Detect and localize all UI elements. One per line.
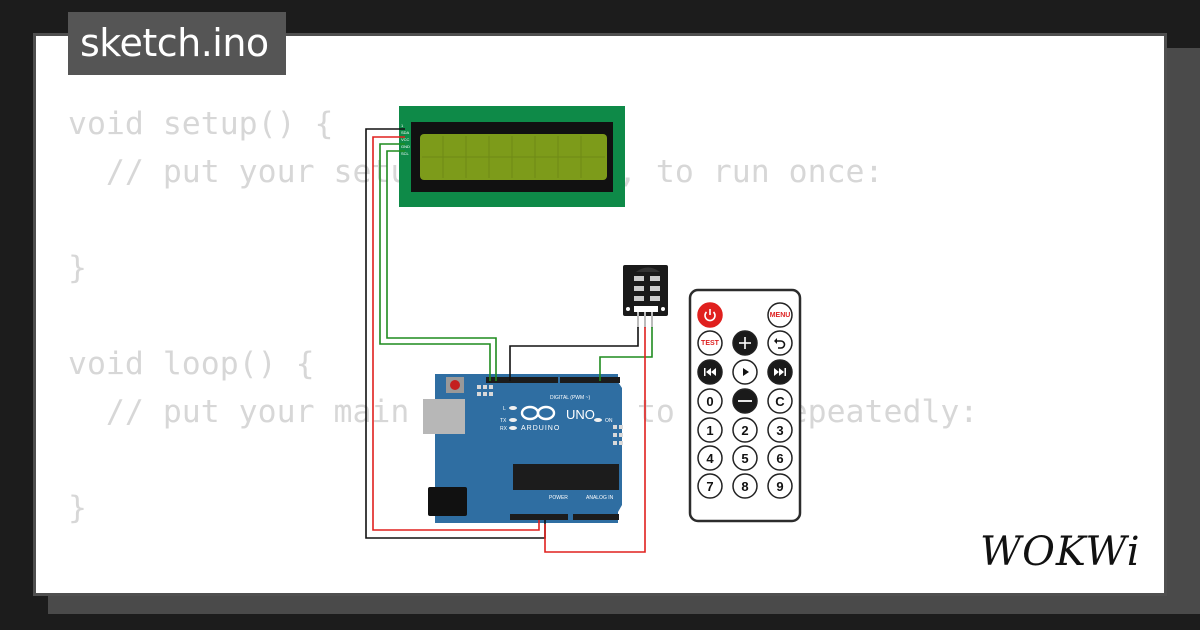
atmega-chip	[513, 464, 619, 490]
remote-button-power[interactable]	[697, 302, 723, 328]
arduino-uno-board[interactable]: UNO ARDUINO DIGITAL (PWM ~) POWER ANALOG…	[423, 374, 623, 523]
remote-button-prev[interactable]	[697, 359, 723, 385]
remote-button-nine[interactable]: 9	[767, 473, 793, 499]
remote-button-back[interactable]	[767, 330, 793, 356]
fast-forward-icon	[774, 368, 786, 376]
wire-red-ir-vcc	[544, 327, 646, 553]
board-brand-label: ARDUINO	[521, 425, 560, 432]
lcd-module[interactable]: 1 SDA VCC GND SCL	[399, 106, 625, 207]
wires	[365, 128, 653, 553]
remote-button-label: 8	[741, 479, 748, 494]
wire-black-ir-gnd	[509, 327, 639, 381]
code-line: }	[68, 490, 87, 526]
power-icon	[704, 309, 716, 322]
remote-button-zero[interactable]: 0	[697, 388, 723, 414]
lcd-pin-label: GND	[401, 144, 410, 149]
wokwi-logo-text: WOKWi	[980, 529, 1141, 575]
arduino-infinity-logo	[520, 405, 556, 421]
remote-button-label: TEST	[701, 340, 720, 347]
remote-button-eight[interactable]: 8	[732, 473, 758, 499]
power-jack	[428, 487, 467, 516]
remote-button-six[interactable]: 6	[767, 445, 793, 471]
usb-port	[423, 399, 465, 434]
remote-button-label: 3	[776, 423, 783, 438]
remote-button-label: 5	[741, 451, 748, 466]
wire-red-vcc	[372, 136, 540, 531]
rewind-icon	[704, 368, 716, 376]
ir-receiver[interactable]	[623, 265, 668, 328]
tx-led-label: TX	[500, 418, 507, 424]
remote-button-label: 2	[741, 423, 748, 438]
remote-button-two[interactable]: 2	[732, 417, 758, 443]
remote-button-c[interactable]: C	[767, 388, 793, 414]
lcd-pin-label: SDA	[401, 130, 410, 135]
remote-button-label: 6	[776, 451, 783, 466]
remote-button-label: C	[775, 394, 785, 409]
remote-button-plus[interactable]	[732, 330, 758, 356]
remote-button-menu[interactable]: MENU	[767, 302, 793, 328]
lcd-pin-label: SCL	[401, 151, 410, 156]
remote-button-label: 1	[706, 423, 713, 438]
remote-button-one[interactable]: 1	[697, 417, 723, 443]
remote-button-label: 7	[706, 479, 713, 494]
file-tab[interactable]: sketch.ino	[68, 12, 286, 75]
lcd-pin-label: 1	[401, 123, 404, 128]
rx-led-label: RX	[500, 426, 508, 432]
on-led-label: ON	[605, 418, 613, 424]
code-line: void setup() {	[68, 106, 334, 142]
digital-header-label: DIGITAL (PWM ~)	[550, 395, 590, 401]
analog-header-label: ANALOG IN	[586, 495, 614, 501]
remote-button-label: 0	[706, 394, 713, 409]
power-header-label: POWER	[549, 495, 568, 501]
remote-button-seven[interactable]: 7	[697, 473, 723, 499]
remote-button-label: 4	[706, 451, 714, 466]
remote-button-four[interactable]: 4	[697, 445, 723, 471]
remote-button-five[interactable]: 5	[732, 445, 758, 471]
wire-green-scl	[386, 150, 497, 381]
lcd-pin-label: VCC	[401, 137, 410, 142]
board-model-label: UNO	[566, 407, 595, 422]
wokwi-logo: WOKWi	[980, 529, 1141, 575]
remote-button-three[interactable]: 3	[767, 417, 793, 443]
wire-green-sda	[379, 143, 491, 381]
remote-button-minus[interactable]	[732, 388, 758, 414]
play-icon	[743, 368, 749, 376]
code-line: void loop() {	[68, 346, 315, 382]
remote-button-next[interactable]	[767, 359, 793, 385]
remote-button-play[interactable]	[732, 359, 758, 385]
remote-button-test[interactable]: TEST	[697, 330, 723, 356]
remote-button-label: MENU	[770, 312, 791, 319]
plus-icon	[739, 337, 751, 349]
reset-button[interactable]	[450, 380, 460, 390]
wire-green-ir-signal	[599, 327, 653, 381]
back-arrow-icon	[774, 338, 786, 349]
code-line: }	[68, 250, 87, 286]
l-led-label: L	[503, 406, 506, 412]
remote-button-label: 9	[776, 479, 783, 494]
